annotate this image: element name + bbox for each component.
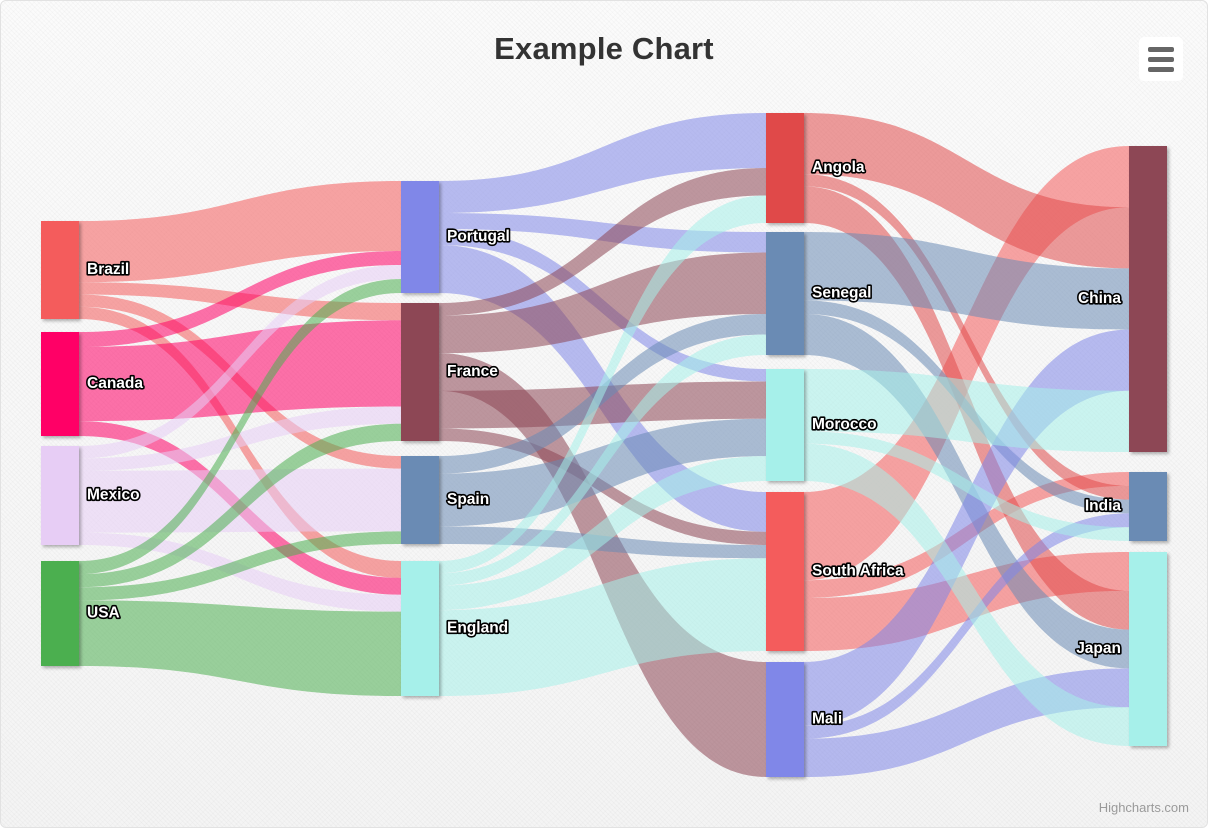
sankey-link[interactable] [804, 443, 1129, 746]
sankey-node[interactable] [1129, 146, 1167, 452]
sankey-link[interactable] [804, 174, 1129, 500]
hamburger-bar-3 [1148, 66, 1174, 72]
sankey-node[interactable] [41, 221, 79, 319]
sankey-link[interactable] [439, 418, 766, 527]
page-title: Example Chart [494, 31, 714, 66]
sankey-link[interactable] [79, 423, 401, 588]
sankey-node-label: China [1078, 290, 1121, 307]
sankey-node-label: Canada [87, 375, 143, 392]
sankey-link[interactable] [804, 431, 1129, 541]
sankey-link[interactable] [439, 334, 766, 586]
sankey-link[interactable] [439, 113, 766, 213]
sankey-link[interactable] [79, 181, 401, 283]
sankey-node-label: Mexico [87, 487, 140, 504]
sankey-link[interactable] [79, 600, 401, 696]
sankey-node[interactable] [766, 492, 804, 651]
sankey-node-label: Morocco [812, 416, 877, 433]
sankey-node[interactable] [766, 662, 804, 777]
sankey-node[interactable] [401, 303, 439, 441]
sankey-link[interactable] [804, 513, 1129, 739]
sankey-node-label: India [1085, 498, 1122, 515]
credits-label: Highcharts.com [1098, 800, 1189, 815]
sankey-link[interactable] [79, 279, 401, 575]
sankey-links [79, 113, 1129, 777]
sankey-node[interactable] [766, 369, 804, 481]
sankey-node-label: Senegal [812, 285, 871, 302]
sankey-node-label: England [447, 620, 508, 637]
sankey-link[interactable] [79, 251, 401, 347]
sankey-link[interactable] [439, 353, 766, 777]
sankey-link[interactable] [804, 232, 1129, 330]
sankey-node-label: South Africa [812, 563, 904, 580]
sankey-node[interactable] [41, 446, 79, 545]
sankey-nodes [41, 113, 1167, 777]
sankey-link[interactable] [804, 113, 1129, 269]
sankey-node[interactable] [401, 456, 439, 544]
sankey-node-label: Mali [812, 711, 842, 728]
sankey-node-label: Brazil [87, 261, 129, 278]
sankey-link[interactable] [439, 558, 766, 696]
sankey-link[interactable] [439, 168, 766, 316]
hamburger-icon[interactable] [1139, 37, 1183, 81]
hamburger-bar-2 [1148, 56, 1174, 62]
sankey-link[interactable] [79, 265, 401, 459]
sankey-link[interactable] [79, 531, 401, 601]
sankey-node[interactable] [766, 232, 804, 355]
sankey-node-label: USA [87, 605, 120, 622]
sankey-node-label: Portugal [447, 228, 510, 245]
sankey-node[interactable] [401, 181, 439, 293]
sankey-node-label: Angola [812, 159, 865, 176]
sankey-link[interactable] [439, 195, 766, 574]
hamburger-bar-1 [1148, 46, 1174, 52]
sankey-node[interactable] [401, 561, 439, 696]
sankey-node-label: Japan [1076, 640, 1121, 657]
sankey-node[interactable] [41, 332, 79, 436]
sankey-node[interactable] [1129, 552, 1167, 746]
sankey-link[interactable] [439, 381, 766, 429]
sankey-link[interactable] [804, 369, 1129, 452]
sankey-link[interactable] [439, 456, 766, 611]
sankey-link[interactable] [79, 406, 401, 471]
sankey-node[interactable] [766, 113, 804, 223]
sankey-link[interactable] [804, 329, 1129, 726]
sankey-link[interactable] [79, 320, 401, 422]
sankey-node[interactable] [41, 561, 79, 666]
sankey-link[interactable] [439, 252, 766, 354]
sankey-node-label: Spain [447, 491, 489, 508]
sankey-node-label: France [447, 363, 498, 380]
sankey-node[interactable] [1129, 472, 1167, 541]
